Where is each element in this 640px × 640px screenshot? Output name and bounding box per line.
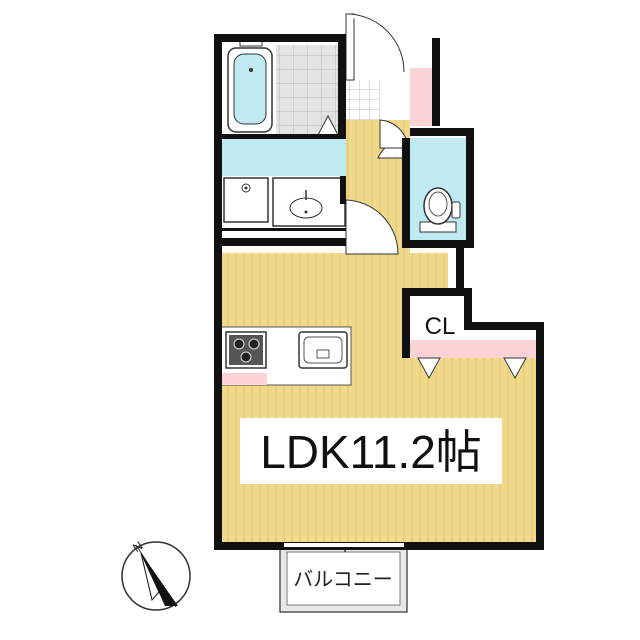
wall-toilet-west	[402, 138, 410, 240]
wall-north-bath	[214, 34, 346, 42]
wall-bath-wash	[222, 134, 346, 139]
closet-label: CL	[425, 313, 456, 340]
balcony-label: バルコニー	[293, 567, 393, 591]
toilet-icon	[419, 187, 461, 233]
closet-door-left	[417, 357, 441, 380]
washroom	[222, 138, 346, 238]
wall-wash-east	[340, 176, 346, 204]
wall-west-upper	[214, 34, 222, 246]
wall-wash-south	[214, 238, 346, 246]
wall-ldk-east-upper	[456, 248, 464, 296]
shoe-cabinet	[410, 68, 434, 126]
ldk-label-box	[240, 418, 502, 484]
wall-toilet-north	[410, 128, 474, 136]
washing-machine-pan-icon	[223, 177, 269, 223]
kitchen-counter	[220, 326, 352, 386]
closet-door-right	[503, 357, 527, 380]
wall-west-ldk	[214, 246, 222, 550]
wall-east	[536, 322, 544, 550]
closet: CL	[410, 296, 473, 340]
wall-bath-east	[338, 34, 346, 134]
wall-east-step	[464, 322, 544, 330]
kitchen-sink-icon	[298, 331, 348, 369]
compass-icon: N	[121, 539, 191, 611]
balcony-window	[284, 543, 404, 547]
sink-icon	[272, 177, 346, 227]
balcony: バルコニー	[279, 540, 408, 613]
wall-entry-east	[432, 38, 440, 126]
ldk-room: LDK11.2帖	[221, 253, 536, 543]
toilet-room	[410, 138, 466, 240]
bathroom	[222, 37, 346, 138]
wall-closet-east	[464, 288, 472, 328]
washroom-door	[345, 199, 399, 255]
wall-toilet-south	[402, 240, 474, 248]
ldk-label: LDK11.2帖	[260, 426, 482, 478]
stove-icon	[225, 331, 267, 369]
wall-closet-north	[402, 288, 472, 296]
closet-shelf-strip	[410, 340, 536, 358]
doors	[345, 13, 410, 255]
entrance-door	[345, 13, 405, 81]
entrance-tiles	[346, 80, 380, 120]
bathtub-icon	[227, 37, 273, 133]
wall-toilet-east	[466, 128, 474, 240]
wall-wash-shelf	[222, 228, 346, 231]
wall-closet-west	[402, 288, 410, 358]
